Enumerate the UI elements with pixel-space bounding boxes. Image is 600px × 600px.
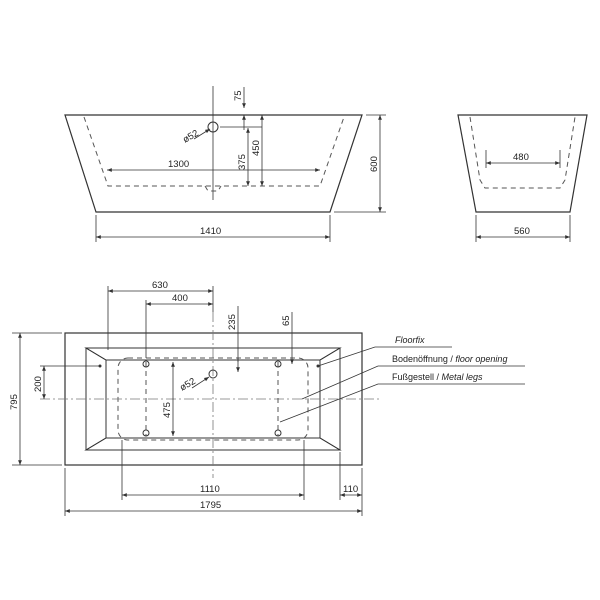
side-view-inner-basin [469,116,576,189]
leg-foot-lt [142,360,150,368]
dim-235: 235 [227,314,238,330]
label-floorfix: Floorfix [395,335,425,345]
dim-110: 110 [343,484,358,495]
label-floor-opening-en: floor opening [455,354,507,364]
rim-corner-br [319,437,341,451]
drain-hole [208,369,218,379]
label-metal-legs: Fußgestell / Metal legs [392,372,483,382]
dim-d52-top: ø52 [178,376,198,394]
dim-480: 480 [513,152,529,163]
dim-200: 200 [33,376,44,392]
top-view: 630 400 235 65 200 795 ø52 475 1110 [9,280,382,516]
dim-75: 75 [233,90,244,101]
dim-450: 450 [251,140,262,156]
side-view-outline [457,114,588,213]
dim-400: 400 [172,293,188,304]
front-view: 75 ø52 375 450 600 1300 1410 [64,86,386,242]
rim-corner-bl [85,437,107,451]
rim-corner-tl [85,347,107,361]
dim-1110: 1110 [200,484,220,495]
dim-375: 375 [237,154,248,170]
dim-d52-front: ø52 [181,128,201,146]
dim-1410: 1410 [200,226,221,237]
dim-65: 65 [281,315,292,326]
label-metal-legs-de: Fußgestell / [392,372,442,382]
dim-1300: 1300 [168,159,189,170]
leader-floorfix [317,346,452,367]
leg-foot-lb [142,429,150,437]
dim-1795: 1795 [200,500,221,511]
callouts: Floorfix Bodenöffnung / floor opening Fu… [279,335,525,423]
label-floor-opening-de: Bodenöffnung / [392,354,455,364]
dim-630: 630 [152,280,168,291]
leader-d52-front [193,128,211,140]
leader-metal-legs [279,383,525,423]
leg-foot-rt [274,360,282,368]
side-view: 480 560 [457,114,588,242]
dim-560: 560 [514,226,530,237]
dim-795: 795 [9,394,20,410]
dim-600: 600 [369,156,380,172]
dim-475: 475 [162,402,173,418]
front-view-outline [64,114,363,213]
drain-outline [204,185,222,192]
label-floor-opening: Bodenöffnung / floor opening [392,354,507,364]
leader-floor-opening [301,365,525,400]
label-metal-legs-en: Metal legs [442,372,484,382]
leader-d52-top [191,376,210,389]
front-view-inner-basin [83,116,345,187]
rim-corner-tr [319,347,341,361]
leg-foot-rb [274,429,282,437]
